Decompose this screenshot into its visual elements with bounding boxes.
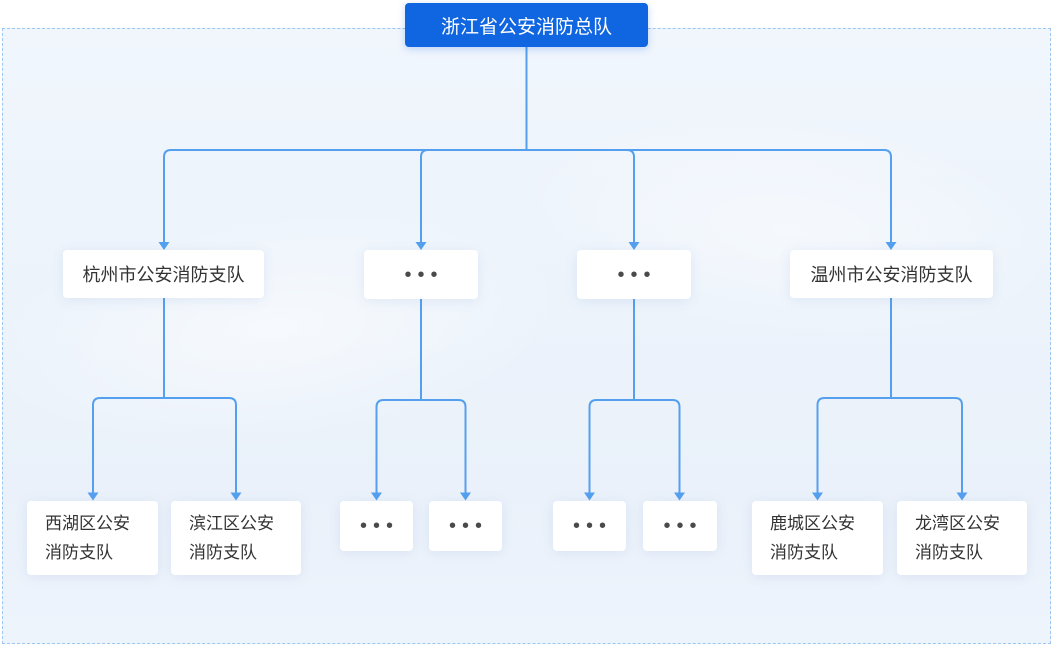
canvas-panel: [2, 28, 1051, 644]
org-node-ellipsis-4[interactable]: •••: [429, 501, 502, 551]
org-node-ellipsis-6[interactable]: •••: [643, 501, 717, 551]
org-node-root-label: 浙江省公安消防总队: [440, 16, 612, 38]
org-node-label: 温州市公安消防支队: [810, 265, 973, 285]
ellipsis-icon: •••: [404, 263, 444, 286]
org-node-label: 杭州市公安消防支队: [82, 265, 245, 285]
org-node-label-line2: 消防支队: [770, 543, 838, 562]
org-node-ellipsis-3[interactable]: •••: [340, 501, 413, 551]
ellipsis-icon: •••: [617, 263, 657, 286]
org-node-label-line1: 鹿城区公安: [770, 514, 855, 533]
org-node-xihu[interactable]: 西湖区公安 消防支队: [27, 501, 158, 575]
ellipsis-icon: •••: [663, 515, 703, 537]
ellipsis-icon: •••: [448, 515, 488, 537]
ellipsis-icon: •••: [359, 515, 399, 537]
org-node-binjiang[interactable]: 滨江区公安 消防支队: [171, 501, 301, 575]
org-node-hangzhou[interactable]: 杭州市公安消防支队: [63, 250, 264, 298]
org-node-label-line1: 龙湾区公安: [915, 514, 1000, 533]
ellipsis-icon: •••: [572, 515, 612, 537]
org-node-longwan[interactable]: 龙湾区公安 消防支队: [897, 501, 1027, 575]
org-node-label-line2: 消防支队: [189, 543, 257, 562]
org-node-label-line1: 滨江区公安: [189, 514, 274, 533]
org-node-ellipsis-2[interactable]: •••: [577, 250, 691, 299]
org-node-lucheng[interactable]: 鹿城区公安 消防支队: [752, 501, 883, 575]
org-node-ellipsis-1[interactable]: •••: [364, 250, 478, 299]
org-node-label-line2: 消防支队: [915, 543, 983, 562]
org-node-ellipsis-5[interactable]: •••: [553, 501, 626, 551]
org-node-wenzhou[interactable]: 温州市公安消防支队: [790, 250, 993, 298]
org-node-label-line1: 西湖区公安: [45, 514, 130, 533]
org-node-label-line2: 消防支队: [45, 543, 113, 562]
org-node-root[interactable]: 浙江省公安消防总队: [405, 3, 648, 47]
